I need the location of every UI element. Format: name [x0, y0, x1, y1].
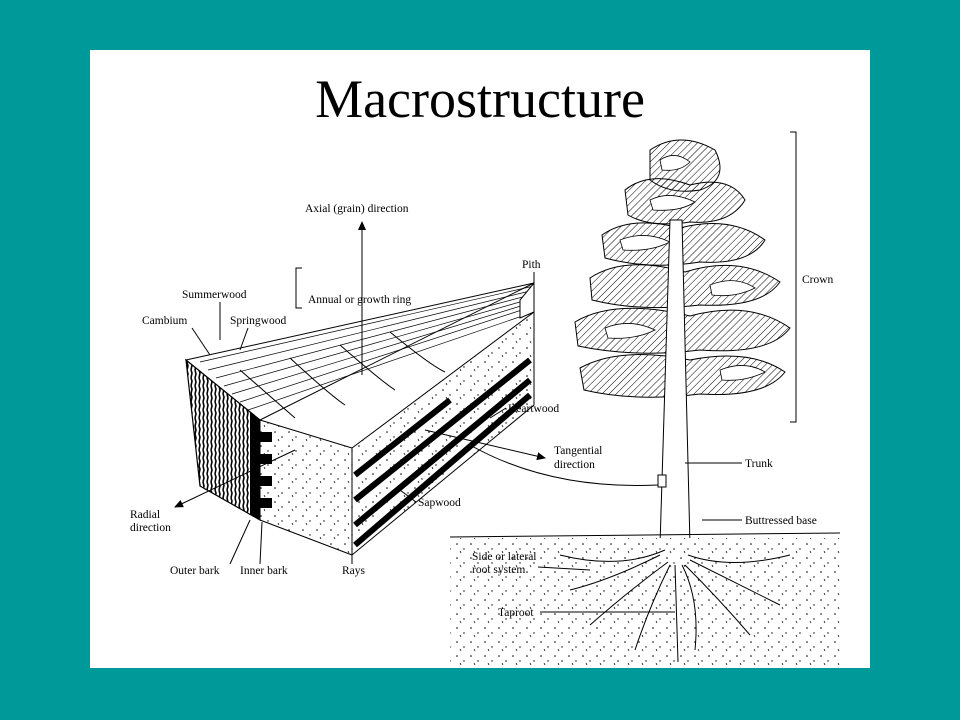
- wood-wedge: [184, 281, 535, 557]
- label-summerwood: Summerwood: [182, 289, 247, 301]
- label-radial-1: Radial: [130, 509, 160, 521]
- label-buttressed-base: Buttressed base: [745, 515, 817, 527]
- root-system: [559, 549, 791, 663]
- sapwood-leader: [399, 489, 417, 503]
- label-springwood: Springwood: [230, 315, 286, 327]
- radial-arrow: [174, 449, 296, 508]
- label-inner-bark: Inner bark: [240, 565, 288, 577]
- wedge-trunk-connector: [469, 444, 659, 486]
- label-outer-bark: Outer bark: [170, 565, 220, 577]
- tree: [449, 139, 841, 666]
- label-radial-2: direction: [130, 522, 171, 534]
- label-tangential-2: direction: [554, 459, 595, 471]
- ground-line: [449, 532, 841, 538]
- annual-ring-bracket: [295, 267, 302, 309]
- label-annual-ring: Annual or growth ring: [308, 294, 411, 306]
- ray-stripes: [353, 357, 532, 548]
- cross-section-face: [259, 419, 353, 556]
- slide-title: Macrostructure: [315, 69, 645, 129]
- crown-highlights: [604, 155, 766, 381]
- label-rays: Rays: [342, 565, 366, 577]
- springwood-leader: [239, 327, 249, 351]
- inner-bark-leader: [259, 521, 263, 565]
- pith-edge: [519, 281, 535, 319]
- radial-face: [351, 311, 535, 557]
- crown-bracket: [790, 131, 797, 423]
- label-trunk: Trunk: [745, 458, 773, 470]
- label-lateral-1: Side or lateral: [472, 551, 537, 563]
- label-cambium: Cambium: [142, 315, 187, 327]
- ray-blocks: [260, 432, 272, 508]
- label-crown: Crown: [802, 274, 834, 286]
- inner-bark-band: [250, 412, 260, 520]
- trunk-sample-block: [657, 474, 667, 488]
- tangential-arrow: [424, 429, 546, 461]
- label-tangential-1: Tangential: [554, 445, 602, 457]
- label-taproot: Taproot: [498, 607, 534, 619]
- label-sapwood: Sapwood: [418, 497, 461, 509]
- cambium-leader: [191, 327, 211, 356]
- label-lateral-2: root system: [472, 564, 525, 576]
- slide: Macrostructure: [90, 50, 870, 668]
- label-pith: Pith: [522, 259, 541, 271]
- lateral-root-leader: [537, 566, 591, 571]
- wedge-top-rings: [239, 331, 446, 419]
- heartwood-leader: [489, 407, 507, 419]
- label-axial-direction: Axial (grain) direction: [305, 203, 409, 215]
- wedge-top-grain: [199, 285, 535, 411]
- label-heartwood: Heartwood: [508, 403, 559, 415]
- outer-bark-leader: [229, 519, 251, 565]
- wood-structure-diagram: Axial (grain) direction Annual or growth…: [130, 131, 841, 666]
